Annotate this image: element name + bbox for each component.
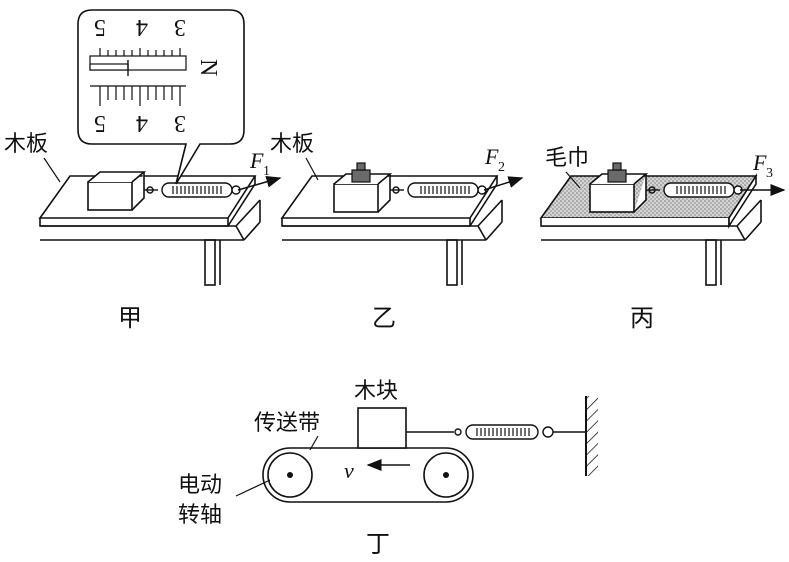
wall-ding bbox=[585, 396, 598, 476]
label-pointer-yi bbox=[305, 157, 319, 181]
label-pointer-bing bbox=[565, 171, 581, 189]
scale-ticks-bottom bbox=[90, 85, 186, 106]
surface-label-jia: 木板 bbox=[4, 132, 48, 157]
force-label-bing: F bbox=[752, 150, 767, 175]
force-arrow-jia bbox=[237, 175, 282, 191]
panel-yi: F 2 木板 乙 bbox=[270, 132, 524, 332]
caption-jia: 甲 bbox=[118, 304, 142, 332]
force-arrow-yi bbox=[483, 176, 524, 191]
scale-bottom-number-2: 4 bbox=[136, 110, 148, 136]
motor-label-line2: 转轴 bbox=[178, 503, 222, 528]
belt-label-pointer bbox=[309, 435, 319, 451]
scale-bottom-number-3: 3 bbox=[174, 110, 186, 136]
spring-scale-yi bbox=[390, 182, 487, 198]
scale-top-number-3: 3 bbox=[174, 14, 186, 40]
surface-label-bing: 毛巾 bbox=[545, 146, 589, 171]
scale-bottom-number-1: 5 bbox=[94, 110, 106, 136]
spring-scale-ding bbox=[406, 424, 586, 440]
wood-block-yi bbox=[333, 173, 393, 213]
force-label-jia: F bbox=[249, 148, 264, 173]
spring-scale-bing bbox=[646, 182, 743, 198]
force-subscript-yi: 2 bbox=[498, 160, 505, 175]
label-pointer-jia bbox=[43, 157, 61, 183]
caption-yi: 乙 bbox=[372, 304, 396, 332]
panel-jia: F 1 木板 甲 5 4 3 bbox=[4, 9, 282, 332]
panel-ding: 木块 v 传送带 电动 转轴 丁 bbox=[178, 379, 598, 558]
wood-block-ding bbox=[357, 407, 407, 449]
block-label-ding: 木块 bbox=[354, 379, 398, 404]
force-subscript-jia: 1 bbox=[263, 164, 270, 179]
motor-label-pointer bbox=[235, 479, 271, 497]
force-subscript-bing: 3 bbox=[766, 166, 773, 181]
weight-bing bbox=[607, 162, 627, 183]
velocity-label-ding: v bbox=[344, 458, 354, 483]
motor-label-line1: 电动 bbox=[178, 473, 222, 498]
scale-unit: N bbox=[195, 59, 221, 76]
scale-callout-jia: 5 4 3 N bbox=[77, 9, 245, 185]
caption-bing: 丙 bbox=[630, 304, 654, 332]
left-roller-ding bbox=[267, 452, 313, 498]
belt-label-ding: 传送带 bbox=[254, 411, 320, 436]
wood-block-jia bbox=[87, 171, 147, 211]
panel-bing: F 3 毛巾 丙 bbox=[539, 146, 786, 332]
wood-block-bing bbox=[589, 173, 649, 213]
scale-top-number-1: 5 bbox=[94, 14, 106, 40]
spring-scale-jia bbox=[144, 182, 241, 198]
surface-label-yi: 木板 bbox=[270, 132, 314, 157]
right-roller-ding bbox=[423, 452, 469, 498]
caption-ding: 丁 bbox=[366, 530, 390, 558]
scale-ticks-top bbox=[99, 48, 181, 56]
weight-yi bbox=[351, 162, 371, 183]
scale-top-number-2: 4 bbox=[136, 14, 148, 40]
scale-pointer-bar bbox=[89, 63, 129, 71]
force-label-yi: F bbox=[484, 144, 499, 169]
